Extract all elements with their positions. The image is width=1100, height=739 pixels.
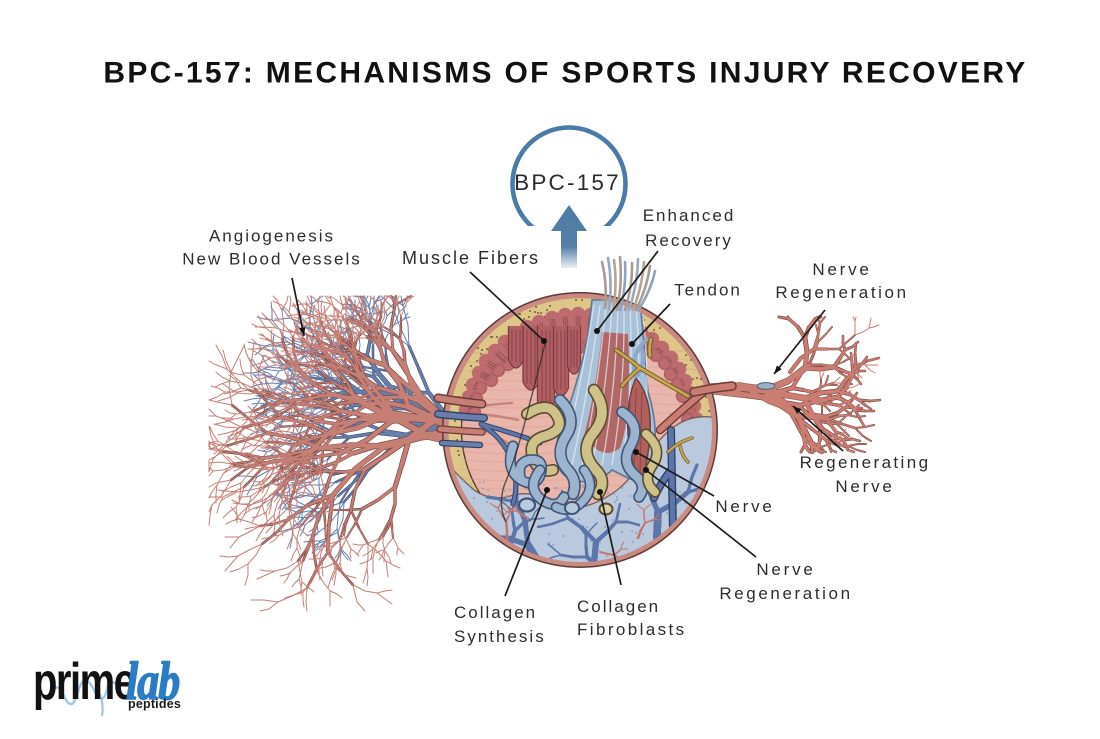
svg-text:Regeneration: Regeneration [775, 283, 908, 302]
svg-text:Recovery: Recovery [645, 231, 733, 250]
svg-text:BPC-157: BPC-157 [514, 170, 621, 195]
svg-text:Nerve: Nerve [812, 260, 871, 279]
svg-text:Regenerating: Regenerating [800, 453, 931, 472]
svg-text:Collagen: Collagen [454, 603, 537, 622]
svg-text:Muscle Fibers: Muscle Fibers [402, 248, 540, 268]
svg-text:Fibroblasts: Fibroblasts [577, 620, 687, 639]
svg-text:Nerve: Nerve [715, 497, 774, 516]
svg-text:Regeneration: Regeneration [719, 584, 852, 603]
svg-text:BPC-157: MECHANISMS OF SPORTS: BPC-157: MECHANISMS OF SPORTS INJURY REC… [103, 57, 1027, 90]
svg-text:Angiogenesis: Angiogenesis [209, 227, 335, 246]
svg-text:prime: prime [33, 652, 135, 710]
svg-text:Nerve: Nerve [835, 477, 894, 496]
svg-text:Nerve: Nerve [756, 560, 815, 579]
svg-text:Collagen: Collagen [577, 597, 660, 616]
svg-text:Synthesis: Synthesis [454, 627, 546, 646]
svg-text:peptides: peptides [128, 697, 181, 711]
svg-text:New Blood Vessels: New Blood Vessels [182, 250, 362, 269]
svg-text:Tendon: Tendon [674, 281, 742, 300]
svg-text:lab: lab [126, 651, 180, 711]
svg-text:Enhanced: Enhanced [643, 206, 736, 225]
